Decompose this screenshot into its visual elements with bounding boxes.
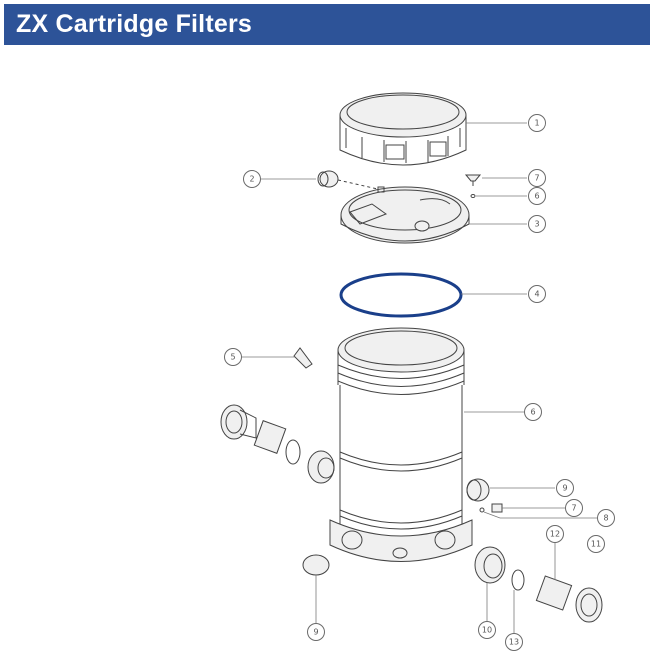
body-o-ring-part <box>339 272 463 318</box>
svg-text:13: 13 <box>509 638 519 647</box>
callout-8: 8 <box>597 509 615 527</box>
callout-1: 1 <box>528 114 546 132</box>
svg-text:8: 8 <box>603 514 608 523</box>
svg-text:4: 4 <box>534 290 539 299</box>
callout-9-right: 9 <box>556 479 574 497</box>
callout-10: 10 <box>478 621 496 639</box>
callout-6-top: 6 <box>528 187 546 205</box>
callout-7-top: 7 <box>528 169 546 187</box>
svg-text:6: 6 <box>530 408 535 417</box>
air-relief-valve-part <box>464 174 482 198</box>
callout-9-left: 9 <box>307 623 325 641</box>
filter-body-part <box>329 327 473 562</box>
svg-text:11: 11 <box>591 540 601 549</box>
pressure-gauge-port-part <box>317 170 383 191</box>
filter-lid-part <box>340 186 470 244</box>
callout-4: 4 <box>528 285 546 303</box>
svg-text:1: 1 <box>534 119 539 128</box>
locking-ring-part <box>339 92 467 166</box>
svg-text:9: 9 <box>313 628 318 637</box>
callout-7-bottom: 7 <box>565 499 583 517</box>
svg-text:9: 9 <box>562 484 567 493</box>
right-fittings-part <box>302 478 603 623</box>
svg-text:2: 2 <box>249 175 254 184</box>
svg-text:6: 6 <box>534 192 539 201</box>
svg-text:10: 10 <box>482 626 492 635</box>
callout-6: 6 <box>524 403 542 421</box>
left-union-fittings-part <box>220 404 335 484</box>
callout-3: 3 <box>528 215 546 233</box>
svg-text:12: 12 <box>550 530 560 539</box>
svg-text:7: 7 <box>534 174 539 183</box>
callout-13: 13 <box>505 633 523 651</box>
svg-text:3: 3 <box>534 220 539 229</box>
callout-2: 2 <box>243 170 261 188</box>
title-banner: ZX Cartridge Filters <box>4 4 650 45</box>
callout-5: 5 <box>224 348 242 366</box>
drain-plug-tool-part <box>293 347 313 369</box>
page-title: ZX Cartridge Filters <box>16 10 252 38</box>
svg-text:5: 5 <box>230 353 235 362</box>
svg-text:7: 7 <box>571 504 576 513</box>
callout-11: 11 <box>587 535 605 553</box>
callout-12: 12 <box>546 525 564 543</box>
